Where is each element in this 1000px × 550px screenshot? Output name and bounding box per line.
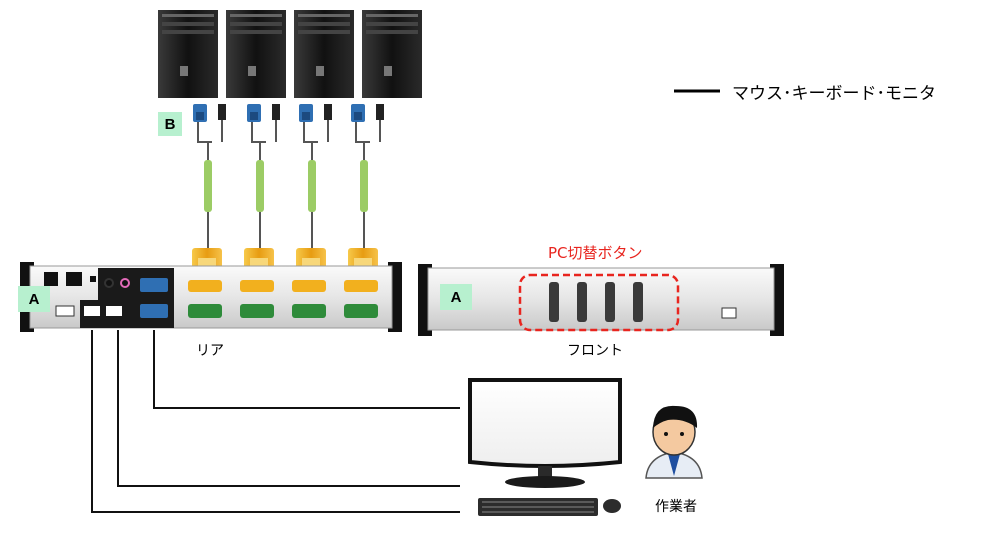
computer-tower-1 [158,10,218,98]
kvm-cable-1 [192,104,226,276]
front-label: フロント [567,343,623,359]
pc-switch-button-1 [549,282,559,322]
pc-switch-button-4 [633,282,643,322]
kvm-rear-unit [20,262,402,332]
pc-switch-button-2 [577,282,587,322]
computer-tower-2 [226,10,286,98]
badge-b: B [158,112,182,136]
badge-a-rear: A [18,286,50,312]
kvm-cable-3 [296,104,332,276]
monitor [468,378,622,488]
kvm-cables [192,104,384,276]
computer-tower-3 [294,10,354,98]
operator-figure [645,405,703,479]
computer-tower-4 [362,10,422,98]
console-cables [91,330,460,513]
keyboard [478,498,598,516]
operator-label: 作業者 [655,499,697,515]
kvm-front-unit [418,264,784,336]
rear-label: リア [196,343,224,359]
badge-a-front: A [440,284,472,310]
kvm-cable-4 [348,104,384,276]
pc-switch-button-3 [605,282,615,322]
pc-switch-highlight [518,273,680,332]
computer-towers [158,10,422,98]
switch-buttons-label: PC切替ボタン [548,244,643,262]
mouse [603,499,621,513]
kvm-cable-2 [244,104,280,276]
legend-label: マウス･キーボード･モニタ [732,84,936,104]
